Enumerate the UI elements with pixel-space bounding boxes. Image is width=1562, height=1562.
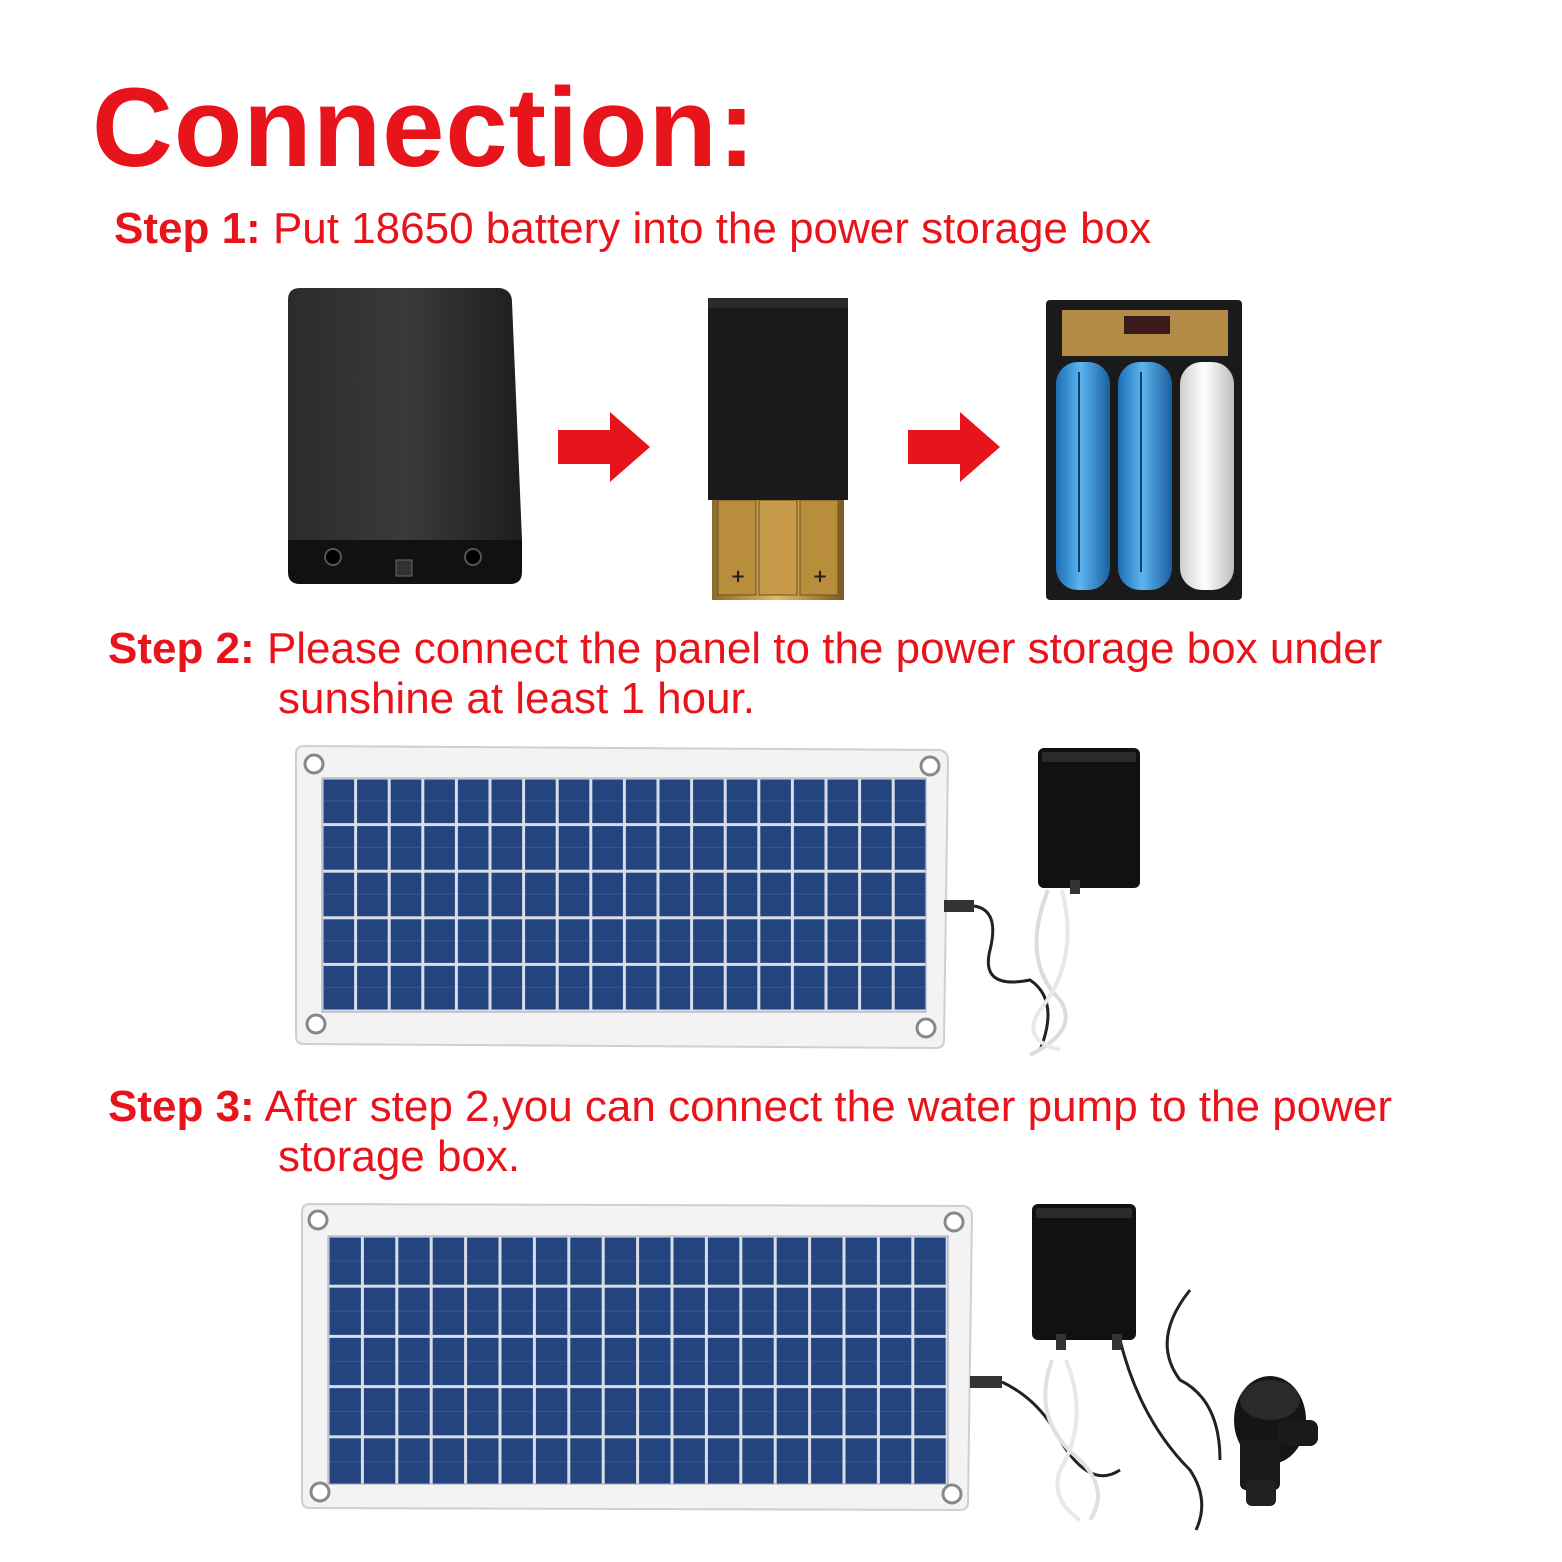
step-1-text: Put 18650 battery into the power storage… bbox=[272, 204, 1152, 253]
solar-panel bbox=[301, 1202, 974, 1512]
step-2-text: Please connect the panel to the power st… bbox=[266, 624, 1383, 673]
storage-box-closed bbox=[288, 288, 522, 584]
storage-box-opening: + + bbox=[708, 298, 848, 600]
step-3-text-line2: storage box. bbox=[278, 1132, 521, 1181]
step-1: Step 1: Put 18650 battery into the power… bbox=[114, 204, 1151, 254]
cable bbox=[970, 1289, 1222, 1531]
water-pump bbox=[1234, 1376, 1318, 1506]
step-3: Step 3: After step 2,you can connect the… bbox=[108, 1082, 1548, 1181]
storage-box-powering bbox=[1032, 1204, 1136, 1350]
svg-text:+: + bbox=[730, 566, 745, 587]
svg-text:+: + bbox=[812, 566, 827, 587]
solar-panel bbox=[295, 744, 950, 1050]
step-2-label: Step 2: bbox=[108, 624, 255, 673]
storage-box-charging bbox=[1038, 748, 1140, 894]
step-2: Step 2: Please connect the panel to the … bbox=[108, 624, 1548, 723]
step-3-text: After step 2,you can connect the water p… bbox=[264, 1082, 1393, 1131]
page-title: Connection: bbox=[92, 65, 757, 190]
arrow-right-icon bbox=[908, 412, 1000, 482]
cable bbox=[944, 889, 1070, 1057]
step-2-text-line2: sunshine at least 1 hour. bbox=[278, 674, 755, 723]
arrow-right-icon bbox=[558, 412, 650, 482]
step-3-label: Step 3: bbox=[108, 1082, 255, 1131]
step-1-label: Step 1: bbox=[114, 204, 261, 253]
storage-box-with-batteries bbox=[1046, 300, 1242, 600]
